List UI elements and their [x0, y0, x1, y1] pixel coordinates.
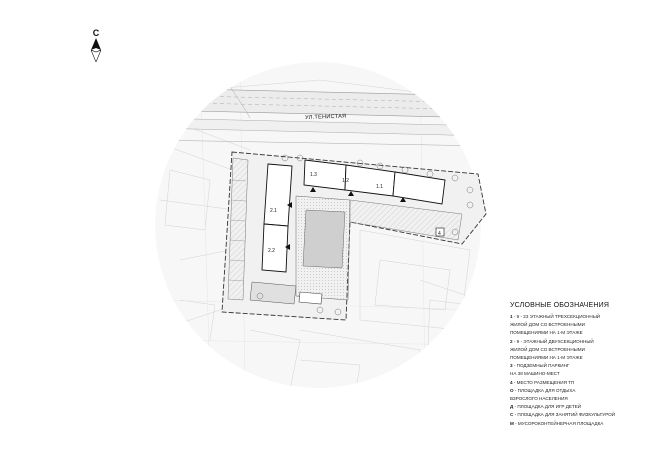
project-site: 1.3 1.2 1.1 2.1 2.2 4	[221, 151, 487, 321]
legend-item: ЖИЛОЙ ДОМ СО ВСТРОЕННЫМИ	[510, 322, 585, 328]
legend-item: ЖИЛОЙ ДОМ СО ВСТРОЕННЫМИ	[510, 346, 585, 352]
legend-title: УСЛОВНЫЕ ОБОЗНАЧЕНИЯ	[510, 302, 610, 309]
legend-item: ВЗРОСЛОГО НАСЕЛЕНИЯ	[510, 396, 568, 402]
legend-item: 1 - 9 - 23 ЭТАЖНЫЙ ТРЕХСЕКЦИОННЫЙ	[510, 314, 601, 319]
building-label-1-3: 1.3	[310, 172, 317, 178]
building-label-1-2: 1.2	[342, 178, 349, 184]
north-letter: С	[92, 28, 100, 38]
building-label-2-2: 2.2	[268, 248, 275, 254]
building-label-1-1: 1.1	[376, 184, 383, 190]
legend-item: ПОМЕЩЕНИЯМИ НА 1-М ЭТАЖЕ	[510, 330, 583, 336]
legend-item: М - МУСОРОКОНТЕЙНЕРНАЯ ПЛОЩАДКА	[510, 420, 604, 426]
building-1	[303, 159, 446, 205]
legend-item: 4 - МЕСТО РАЗМЕЩЕНИЯ ТП	[510, 379, 575, 385]
legend: УСЛОВНЫЕ ОБОЗНАЧЕНИЯ 1 - 9 - 23 ЭТАЖНЫЙ …	[510, 302, 646, 428]
legend-item: НА 38 МАШИНО-МЕСТ	[510, 371, 560, 377]
legend-items: 1 - 9 - 23 ЭТАЖНЫЙ ТРЕХСЕКЦИОННЫЙ ЖИЛОЙ …	[510, 313, 646, 428]
legend-item: О - ПЛОЩАДКА ДЛЯ ОТДЫХА	[510, 387, 576, 393]
building-2	[261, 163, 293, 273]
legend-item: ПОМЕЩЕНИЯМИ НА 1-М ЭТАЖЕ	[510, 355, 583, 361]
legend-item: С - ПЛОЩАДКА ДЛЯ ЗАНЯТИЙ ФИЗКУЛЬТУРОЙ	[510, 412, 616, 418]
tp-marker-4: 4	[438, 231, 441, 237]
legend-item: 3 - ПОДЗЕМНЫЙ ПАРКИНГ	[510, 363, 570, 369]
building-label-2-1: 2.1	[270, 208, 277, 214]
north-arrow-icon	[91, 38, 101, 62]
legend-item: 2 - 9 - ЭТАЖНЫЙ ДВУХСЕКЦИОННЫЙ	[510, 338, 594, 344]
north-arrow: С	[86, 28, 106, 62]
legend-item: Д - ПЛОЩАДКА ДЛЯ ИГР ДЕТЕЙ	[510, 404, 582, 410]
